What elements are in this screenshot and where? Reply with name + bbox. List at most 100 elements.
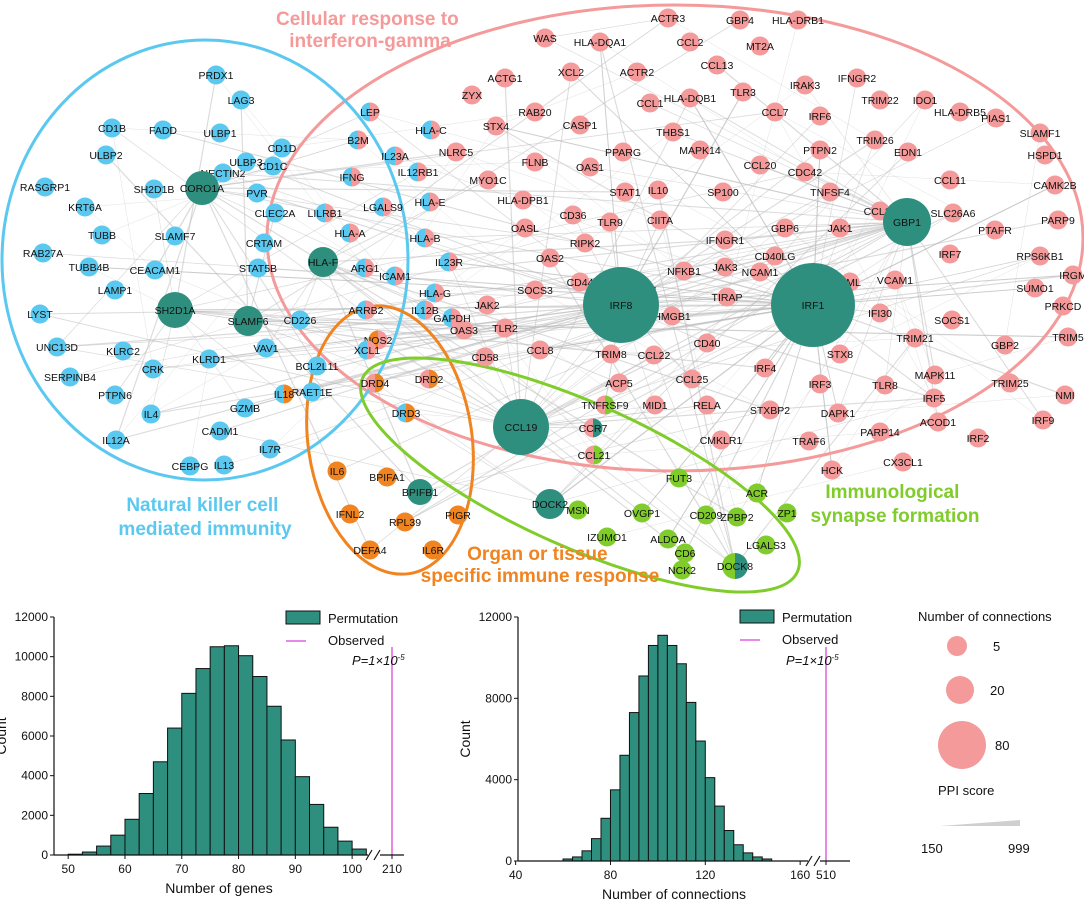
gene-node-zyx[interactable]: ZYX	[462, 85, 482, 105]
gene-node-gbp2[interactable]: GBP2	[991, 335, 1019, 355]
gene-node-tirap[interactable]: TIRAP	[712, 287, 743, 307]
gene-node-rps6kb1[interactable]: RPS6KB1	[1016, 246, 1064, 266]
gene-node-cd44[interactable]: CD44	[567, 272, 594, 292]
gene-node-hla-drb5[interactable]: HLA-DRB5	[934, 102, 986, 122]
gene-node-stx4[interactable]: STX4	[483, 116, 509, 136]
gene-node-tnfsf4[interactable]: TNFSF4	[810, 182, 850, 202]
gene-node-fut3[interactable]: FUT3	[666, 468, 692, 488]
gene-node-ccl7[interactable]: CCL7	[762, 102, 789, 122]
gene-node-lgals3[interactable]: LGALS3	[746, 535, 786, 555]
gene-node-cd58[interactable]: CD58	[472, 347, 499, 367]
gene-node-trim26[interactable]: TRIM26	[856, 130, 894, 150]
gene-node-slamf1[interactable]: SLAMF1	[1020, 123, 1061, 143]
gene-node-pvr[interactable]: PVR	[246, 183, 268, 203]
gene-node-traf6[interactable]: TRAF6	[792, 431, 826, 451]
gene-node-ovgp1[interactable]: OVGP1	[624, 503, 660, 523]
gene-node-rela[interactable]: RELA	[693, 395, 721, 415]
gene-node-izumo1[interactable]: IZUMO1	[587, 527, 627, 547]
gene-node-il10[interactable]: IL10	[648, 180, 669, 200]
gene-node-il18[interactable]: IL18	[274, 384, 295, 404]
gene-node-stx8[interactable]: STX8	[827, 344, 853, 364]
gene-node-camk2b[interactable]: CAMK2B	[1033, 175, 1077, 195]
gene-node-parp14[interactable]: PARP14	[860, 422, 900, 442]
gene-node-irgm[interactable]: IRGM	[1059, 265, 1084, 285]
gene-node-klrd1[interactable]: KLRD1	[192, 349, 226, 369]
gene-node-hck[interactable]: HCK	[821, 460, 843, 480]
gene-node-ccr7[interactable]: CCR7	[579, 418, 608, 438]
gene-node-krt6a[interactable]: KRT6A	[68, 197, 102, 217]
gene-node-klrc2[interactable]: KLRC2	[106, 341, 140, 361]
gene-node-irak3[interactable]: IRAK3	[790, 75, 821, 95]
gene-node-mapk11[interactable]: MAPK11	[915, 365, 956, 385]
gene-node-hla-drb1[interactable]: HLA-DRB1	[772, 10, 824, 30]
gene-node-lyst[interactable]: LYST	[27, 304, 53, 324]
gene-node-lgals9[interactable]: LGALS9	[363, 197, 403, 217]
gene-node-il23a[interactable]: IL23A	[381, 146, 409, 166]
gene-node-coro1a[interactable]: CORO1A	[180, 171, 224, 205]
gene-node-zpbp2[interactable]: ZPBP2	[720, 507, 754, 527]
gene-node-ripk2[interactable]: RIPK2	[570, 233, 601, 253]
gene-node-drd2[interactable]: DRD2	[415, 369, 444, 389]
gene-node-tlr8[interactable]: TLR8	[872, 375, 898, 395]
gene-node-arrb2[interactable]: ARRB2	[348, 300, 384, 320]
gene-node-xcl2[interactable]: XCL2	[558, 62, 584, 82]
gene-node-arg1[interactable]: ARG1	[351, 258, 380, 278]
gene-node-irf5[interactable]: IRF5	[923, 388, 946, 408]
gene-node-hla-f[interactable]: HLA-F	[308, 247, 338, 277]
gene-node-ccl8[interactable]: CCL8	[527, 340, 554, 360]
gene-node-lamp1[interactable]: LAMP1	[98, 280, 133, 300]
gene-node-nck2[interactable]: NCK2	[668, 560, 696, 580]
gene-node-gzmb[interactable]: GZMB	[230, 398, 260, 418]
gene-node-crk[interactable]: CRK	[142, 359, 164, 379]
gene-node-was[interactable]: WAS	[533, 28, 557, 48]
gene-node-hla-dqb1[interactable]: HLA-DQB1	[664, 88, 717, 108]
gene-node-vcam1[interactable]: VCAM1	[877, 270, 913, 290]
gene-node-slamf6[interactable]: SLAMF6	[228, 306, 269, 336]
gene-node-defa4[interactable]: DEFA4	[353, 540, 387, 560]
gene-node-ulbp3[interactable]: ULBP3	[229, 152, 263, 172]
gene-node-rab20[interactable]: RAB20	[518, 102, 552, 122]
gene-node-gbp1[interactable]: GBP1	[883, 198, 931, 246]
gene-node-flnb[interactable]: FLNB	[522, 152, 549, 172]
gene-node-irf9[interactable]: IRF9	[1032, 410, 1055, 430]
gene-node-prdx1[interactable]: PRDX1	[198, 65, 234, 85]
gene-node-irf1[interactable]: IRF1	[771, 263, 855, 347]
gene-node-stat5b[interactable]: STAT5B	[239, 258, 277, 278]
gene-node-hla-dqa1[interactable]: HLA-DQA1	[574, 32, 627, 52]
gene-node-cd1d[interactable]: CD1D	[268, 138, 297, 158]
gene-node-b2m[interactable]: B2M	[347, 130, 369, 150]
gene-node-cd226[interactable]: CD226	[284, 310, 317, 330]
gene-node-actg1[interactable]: ACTG1	[487, 68, 523, 88]
gene-node-cd1c[interactable]: CD1C	[259, 156, 288, 176]
gene-node-jak3[interactable]: JAK3	[712, 257, 738, 277]
gene-node-acr[interactable]: ACR	[746, 483, 769, 503]
gene-node-rab27a[interactable]: RAB27A	[23, 243, 63, 263]
gene-node-pparg[interactable]: PPARG	[605, 142, 641, 162]
gene-node-sp100[interactable]: SP100	[707, 182, 739, 202]
gene-node-irf3[interactable]: IRF3	[809, 374, 832, 394]
gene-node-raet1e[interactable]: RAET1E	[292, 382, 333, 402]
gene-node-ccl13[interactable]: CCL13	[701, 55, 734, 75]
gene-node-acod1[interactable]: ACOD1	[920, 412, 956, 432]
gene-node-sh2d1a[interactable]: SH2D1A	[155, 292, 196, 328]
gene-node-ptpn6[interactable]: PTPN6	[98, 385, 132, 405]
gene-node-sumo1[interactable]: SUMO1	[1016, 278, 1054, 298]
gene-node-actr3[interactable]: ACTR3	[651, 8, 686, 28]
gene-node-hla-dpb1[interactable]: HLA-DPB1	[497, 190, 549, 210]
gene-node-hla-b[interactable]: HLA-B	[410, 228, 441, 248]
gene-node-cd36[interactable]: CD36	[560, 205, 587, 225]
gene-node-hla-e[interactable]: HLA-E	[415, 192, 446, 212]
gene-node-oas2[interactable]: OAS2	[536, 248, 564, 268]
gene-node-ceacam1[interactable]: CEACAM1	[130, 260, 181, 280]
gene-node-jak1[interactable]: JAK1	[827, 218, 853, 238]
gene-node-crtam[interactable]: CRTAM	[246, 233, 282, 253]
gene-node-edn1[interactable]: EDN1	[894, 142, 922, 162]
gene-node-hla-c[interactable]: HLA-C	[415, 120, 447, 140]
gene-node-stat1[interactable]: STAT1	[609, 182, 641, 202]
gene-node-cmklr1[interactable]: CMKLR1	[700, 430, 743, 450]
gene-node-ifnl2[interactable]: IFNL2	[336, 504, 365, 524]
gene-node-drd3[interactable]: DRD3	[392, 403, 421, 423]
gene-node-trim21[interactable]: TRIM21	[896, 328, 934, 348]
gene-node-ciita[interactable]: CIITA	[647, 210, 673, 230]
gene-node-il12a[interactable]: IL12A	[102, 430, 130, 450]
